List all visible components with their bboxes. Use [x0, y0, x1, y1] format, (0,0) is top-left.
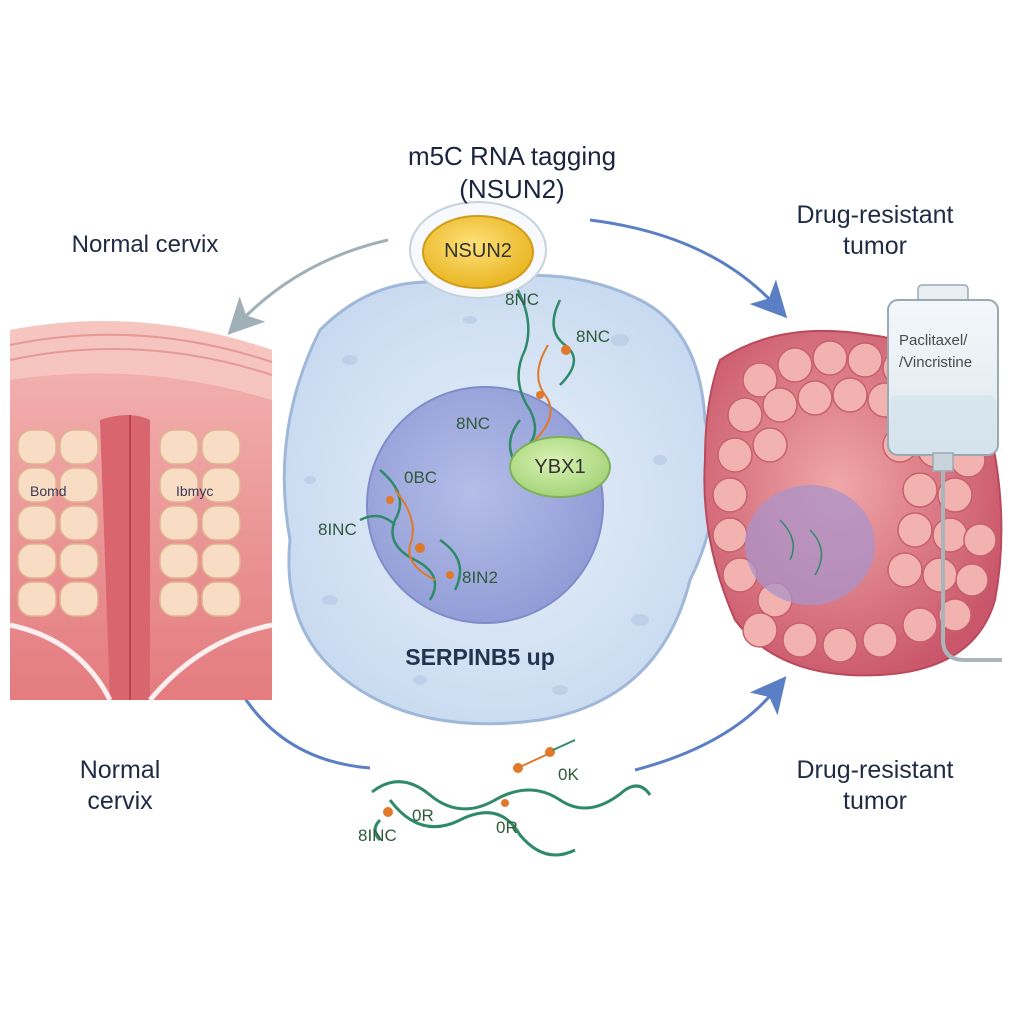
center-title-line1: m5C RNA tagging [407, 141, 617, 171]
rna-tag-10: 0K [558, 765, 579, 784]
label-drug-resistant-top-line1: Drug-resistant [796, 201, 954, 229]
iv-bag-line1: Paclitaxel/ [899, 332, 968, 349]
rna-tag-4: 0BC [404, 468, 438, 487]
label-normal-bottom-line1: Normal [79, 756, 161, 784]
label-drug-resistant-bottom: Drug-resistant tumor [760, 755, 990, 818]
label-drug-resistant-bottom-line1: Drug-resistant [796, 756, 954, 784]
label-normal-bottom-line2: cervix [87, 787, 153, 816]
center-title: m5C RNA tagging (NSUN2) [312, 140, 712, 205]
rna-strands-orange [394, 344, 552, 581]
rna-bottom-mods [383, 739, 576, 817]
label-normal-cervix-top: Normal cervix [71, 231, 219, 258]
rna-modification-dots [386, 345, 571, 579]
rna-tag-3: 8NC [456, 414, 491, 433]
label-drug-resistant-top-line2: tumor [843, 232, 907, 261]
iv-bag-label: Paclitaxel/ /Vincristine [899, 330, 972, 374]
rna-tag-2: 8NC [576, 327, 611, 346]
rna-tag-1: 8NC [505, 290, 540, 309]
rna-tag-5: 8INC [318, 520, 357, 539]
label-drug-resistant-bottom-line2: tumor [843, 787, 907, 816]
center-title-line2: (NSUN2) [459, 173, 565, 204]
normal-cervix-tissue [9, 321, 273, 702]
tissue-cell-label-right: Ibmyc [176, 483, 214, 499]
rna-strand-bottom [371, 780, 652, 857]
rna-tag-7: 8INC [358, 826, 397, 845]
iv-bag [887, 284, 1002, 662]
label-normal-cervix-bottom: Normal cervix [50, 755, 190, 818]
arrow-bottom-right [634, 676, 787, 772]
rna-tag-8: 0R [412, 806, 434, 825]
label-drug-resistant-top: Drug-resistant tumor [760, 200, 990, 263]
arrow-top-left [227, 238, 389, 335]
ybx1-protein [509, 436, 611, 498]
rna-tag-9: 0R [496, 818, 518, 837]
arrow-top-right [589, 218, 788, 319]
rna-tag-6: 8IN2 [462, 568, 498, 587]
nsun2-protein [422, 215, 534, 289]
nsun2-label: NSUN2 [444, 240, 512, 262]
ybx1-label: YBX1 [534, 456, 586, 478]
tissue-cell-label-left: Bomd [30, 483, 67, 499]
iv-bag-line2: /Vincristine [899, 353, 973, 371]
label-serpinb5-up: SERPINB5 up [405, 644, 555, 670]
